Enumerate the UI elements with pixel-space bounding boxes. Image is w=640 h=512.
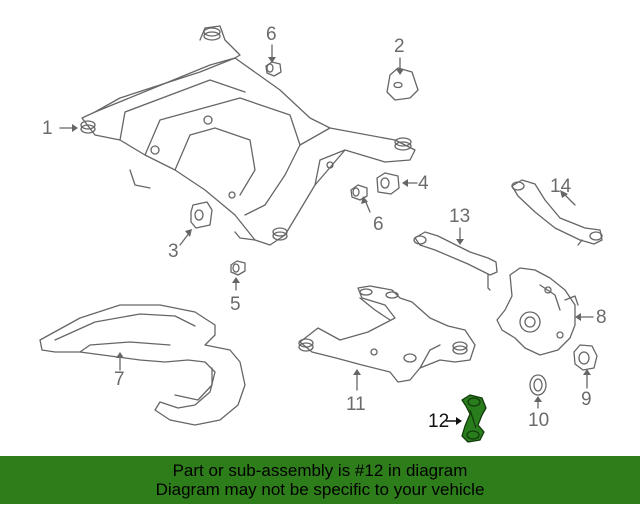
bushing-part-4[interactable] (376, 172, 400, 195)
diagram-note-banner: Part or sub-assembly is #12 in diagram D… (0, 456, 640, 504)
bolt-part-5[interactable] (230, 260, 246, 276)
bolt-part-6-upper[interactable] (265, 61, 282, 77)
stabilizer-link-part-highlighted[interactable] (446, 394, 487, 443)
callout-12[interactable]: 12 (428, 411, 450, 432)
ring-part[interactable] (529, 374, 547, 396)
callout-6-upper[interactable]: 6 (266, 24, 277, 45)
diagram-note-line-1: Part or sub-assembly is #12 in diagram (172, 461, 468, 480)
subframe-part[interactable] (80, 25, 416, 246)
lower-control-arm-part[interactable] (298, 285, 476, 383)
knuckle-part[interactable] (496, 267, 579, 356)
bushing-part-3[interactable] (190, 201, 213, 229)
bushing-part-9[interactable] (573, 344, 598, 371)
callout-7[interactable]: 7 (114, 369, 125, 390)
callout-6-lower[interactable]: 6 (373, 214, 384, 235)
bolt-part-6-lower[interactable] (350, 184, 368, 201)
callout-8[interactable]: 8 (596, 307, 607, 328)
callout-9[interactable]: 9 (581, 389, 592, 410)
callout-3[interactable]: 3 (168, 241, 179, 262)
parts-diagram (39, 25, 603, 443)
heat-shield-part[interactable] (39, 304, 246, 426)
toe-link-part[interactable] (413, 231, 498, 291)
diagram-note-line-2: Diagram may not be specific to your vehi… (155, 480, 485, 499)
callout-10[interactable]: 10 (528, 410, 550, 431)
callout-1[interactable]: 1 (42, 118, 53, 139)
callout-13[interactable]: 13 (449, 206, 471, 227)
callout-14[interactable]: 14 (550, 176, 572, 197)
callout-4[interactable]: 4 (418, 173, 429, 194)
callout-2[interactable]: 2 (394, 36, 405, 57)
upper-arm-part[interactable] (511, 179, 603, 246)
callout-11[interactable]: 11 (346, 394, 366, 415)
bracket-part[interactable] (386, 67, 419, 101)
callout-5[interactable]: 5 (230, 294, 241, 315)
